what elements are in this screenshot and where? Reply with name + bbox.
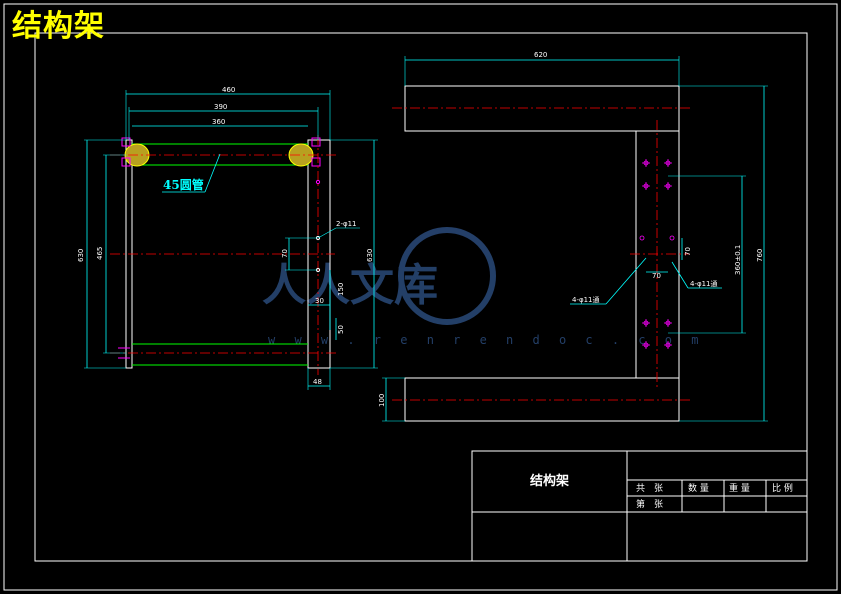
dim-48: 48 xyxy=(313,378,322,386)
left-view: 460 390 360 630 465 630 70 2-φ11 150 30 xyxy=(77,86,378,390)
title-block xyxy=(471,450,808,562)
dim-360-tol: 360±0.1 xyxy=(734,245,742,275)
dim-390: 390 xyxy=(214,103,227,111)
watermark-text: 人人文库 xyxy=(262,260,438,311)
watermark-url: w w w . r e n r e n d o c . c o m xyxy=(268,333,704,347)
title-block-name: 结构架 xyxy=(530,473,569,489)
tube-label: 45圆管 xyxy=(163,177,204,192)
dim-100: 100 xyxy=(378,394,386,407)
dim-460: 460 xyxy=(222,86,235,94)
dim-620: 620 xyxy=(534,51,547,59)
right-view: 620 760 360±0.1 100 70 70 4-φ11通 4-φ11通 xyxy=(378,51,768,422)
title-block-scale: 比 例 xyxy=(772,482,793,494)
dim-50: 50 xyxy=(337,325,345,334)
dim-right-630: 630 xyxy=(366,249,374,262)
hole-callout-right: 4-φ11通 xyxy=(690,279,718,288)
dim-mid-70b: 70 xyxy=(684,247,692,256)
dim-70: 70 xyxy=(281,249,289,258)
inner-border xyxy=(34,32,808,562)
dim-mid-70: 70 xyxy=(652,272,661,280)
dim-150: 150 xyxy=(337,283,345,296)
page-title: 结构架 xyxy=(12,9,105,44)
outer-border xyxy=(3,3,838,591)
hole-callout-left: 4-φ11通 xyxy=(572,295,600,304)
watermark: 人人文库 w w w . r e n r e n d o c . c o m xyxy=(262,227,704,347)
dim-left-465: 465 xyxy=(96,247,104,260)
dim-760: 760 xyxy=(756,249,764,262)
title-block-sheet: 第 张 xyxy=(636,498,663,510)
title-block-weight: 重 量 xyxy=(729,482,750,494)
title-block-quantity: 数 量 xyxy=(688,482,709,494)
title-block-total: 共 张 xyxy=(636,483,663,494)
dim-360: 360 xyxy=(212,118,225,126)
dim-30: 30 xyxy=(315,297,324,305)
dim-holes: 2-φ11 xyxy=(336,220,357,228)
dim-left-630: 630 xyxy=(77,249,85,262)
